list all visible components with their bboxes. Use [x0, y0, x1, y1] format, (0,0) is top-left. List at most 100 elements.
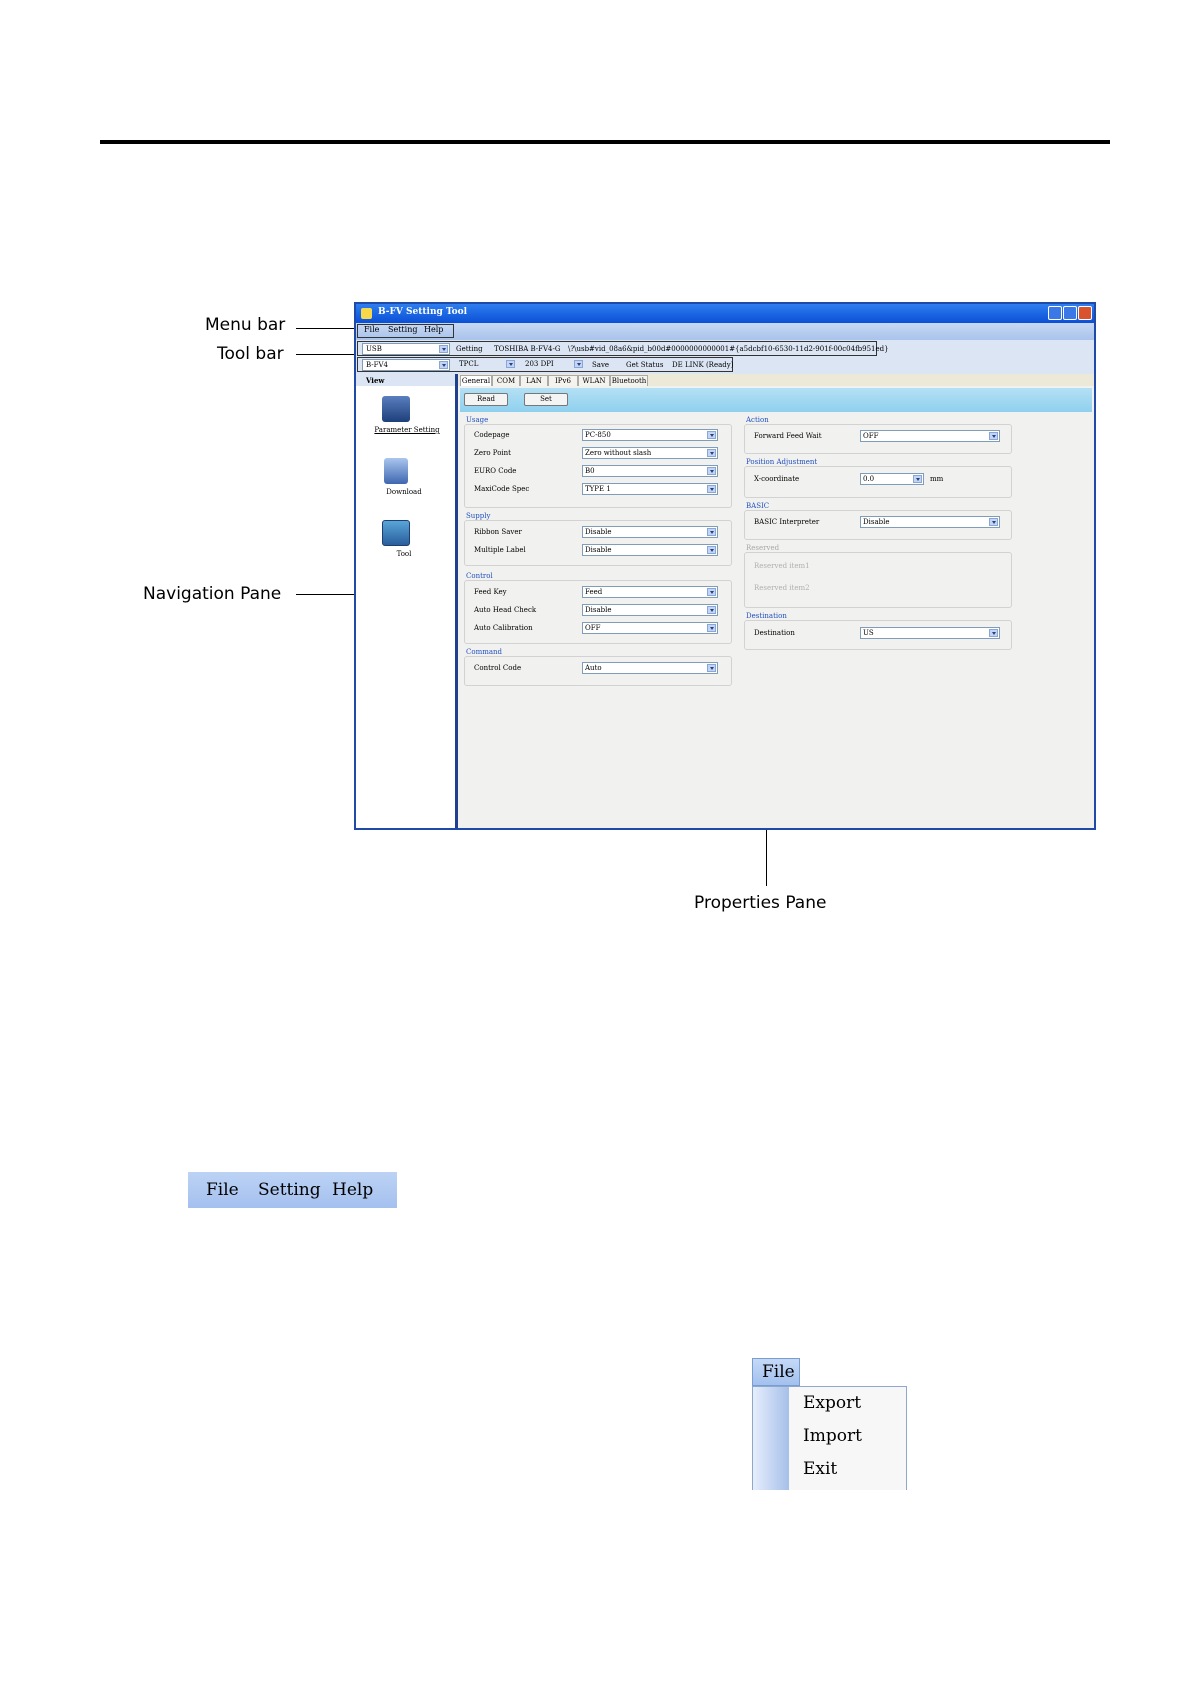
menu-item-exit[interactable]: Exit [803, 1459, 838, 1479]
parameter-setting-icon[interactable] [382, 396, 410, 422]
group-position [744, 466, 1012, 498]
auto-head-check-select[interactable]: Disable [582, 604, 718, 616]
field-value: TYPE 1 [585, 485, 611, 493]
menu-setting[interactable]: Setting [388, 325, 418, 334]
auto-calibration-select[interactable]: OFF [582, 622, 718, 634]
title-bar: B-FV Setting Tool [356, 304, 1094, 323]
nav-parameter-setting[interactable]: Parameter Setting [374, 426, 440, 434]
chevron-down-icon [989, 629, 998, 637]
chevron-down-icon [506, 360, 515, 368]
feed-key-select[interactable]: Feed [582, 586, 718, 598]
menu-example-setting[interactable]: Setting [258, 1180, 321, 1200]
leader-tool-bar [296, 354, 354, 355]
chevron-down-icon [707, 485, 716, 493]
tool-bar: USB Getting TOSHIBA B-FV4-G \?\usb#vid_0… [356, 340, 1094, 374]
group-title-basic: BASIC [746, 502, 770, 510]
chevron-down-icon [989, 518, 998, 526]
tab-general[interactable]: General [460, 375, 492, 386]
group-action [744, 424, 1012, 454]
menu-file[interactable]: File [364, 325, 380, 334]
zero-point-select[interactable]: Zero without slash [582, 447, 718, 459]
menu-icon-strip [753, 1387, 789, 1490]
save-button[interactable]: Save [592, 361, 610, 369]
callout-properties-pane: Properties Pane [694, 893, 827, 913]
get-status-button[interactable]: Get Status [626, 361, 664, 369]
field-value: Disable [863, 518, 890, 526]
group-destination [744, 620, 1012, 650]
nav-download[interactable]: Download [386, 488, 422, 496]
chevron-down-icon [707, 664, 716, 672]
group-command [464, 656, 732, 686]
dpi-select[interactable]: 203 DPI [522, 359, 584, 371]
field-label: Reserved item1 [754, 562, 810, 570]
maxicode-select[interactable]: TYPE 1 [582, 483, 718, 495]
basic-interpreter-select[interactable]: Disable [860, 516, 1000, 528]
model-value: B-FV4 [366, 361, 389, 369]
tab-ipv6[interactable]: IPv6 [548, 375, 578, 386]
menu-example-file[interactable]: File [206, 1180, 239, 1200]
port-select[interactable]: USB [362, 343, 450, 355]
group-title-supply: Supply [466, 512, 491, 520]
minimize-icon[interactable] [1048, 306, 1062, 320]
close-icon[interactable] [1078, 306, 1092, 320]
download-icon[interactable] [384, 458, 408, 484]
tab-com[interactable]: COM [492, 375, 520, 386]
menu-item-export[interactable]: Export [803, 1393, 862, 1413]
chevron-down-icon [989, 432, 998, 440]
forward-feed-wait-select[interactable]: OFF [860, 430, 1000, 442]
multiple-label-select[interactable]: Disable [582, 544, 718, 556]
group-control [464, 580, 732, 644]
properties-pane: General COM LAN IPv6 WLAN Bluetooth Read… [458, 374, 1094, 828]
field-label: Forward Feed Wait [754, 432, 822, 440]
field-value: US [863, 629, 874, 637]
nav-tool[interactable]: Tool [396, 550, 412, 558]
file-menu-title[interactable]: File [752, 1358, 800, 1386]
tool-icon[interactable] [382, 520, 410, 546]
chevron-down-icon [707, 624, 716, 632]
chevron-down-icon [707, 588, 716, 596]
maximize-icon[interactable] [1063, 306, 1077, 320]
field-value: 0.0 [863, 475, 875, 483]
field-value: OFF [863, 432, 879, 440]
menu-item-import[interactable]: Import [803, 1426, 862, 1446]
chevron-down-icon [707, 528, 716, 536]
field-label: EURO Code [474, 467, 517, 475]
field-value: Disable [585, 606, 612, 614]
toolbar-row1-outline [357, 341, 877, 356]
field-label: Auto Head Check [474, 606, 537, 614]
app-icon [361, 308, 372, 319]
model-select[interactable]: B-FV4 [362, 359, 450, 371]
read-button[interactable]: Read [464, 393, 508, 406]
set-button[interactable]: Set [524, 393, 568, 406]
field-label: Zero Point [474, 449, 511, 457]
tab-wlan[interactable]: WLAN [578, 375, 610, 386]
field-label: MaxiCode Spec [474, 485, 530, 493]
menu-example-help[interactable]: Help [332, 1180, 374, 1200]
getting-button[interactable]: Getting [456, 345, 483, 353]
type-select[interactable]: TPCL [456, 359, 516, 371]
leader-menu-bar [296, 328, 354, 329]
chevron-down-icon [707, 449, 716, 457]
field-label: X-coordinate [754, 475, 800, 483]
tab-bluetooth[interactable]: Bluetooth [610, 375, 648, 386]
chevron-down-icon [439, 361, 448, 369]
x-coordinate-stepper[interactable]: 0.0 [860, 473, 924, 485]
euro-code-stepper[interactable]: B0 [582, 465, 718, 477]
ribbon-saver-select[interactable]: Disable [582, 526, 718, 538]
field-label: Multiple Label [474, 546, 526, 554]
group-title-reserved: Reserved [746, 544, 780, 552]
field-value: B0 [585, 467, 595, 475]
group-supply [464, 520, 732, 566]
menu-help[interactable]: Help [424, 325, 444, 334]
group-title-control: Control [466, 572, 493, 580]
field-label: Reserved item2 [754, 584, 810, 592]
field-value: PC-850 [585, 431, 611, 439]
tab-lan[interactable]: LAN [520, 375, 548, 386]
group-title-destination: Destination [746, 612, 787, 620]
destination-select[interactable]: US [860, 627, 1000, 639]
field-label: Destination [754, 629, 795, 637]
control-code-select[interactable]: Auto [582, 662, 718, 674]
stepper-icon [913, 475, 922, 483]
field-value: OFF [585, 624, 601, 632]
codepage-select[interactable]: PC-850 [582, 429, 718, 441]
